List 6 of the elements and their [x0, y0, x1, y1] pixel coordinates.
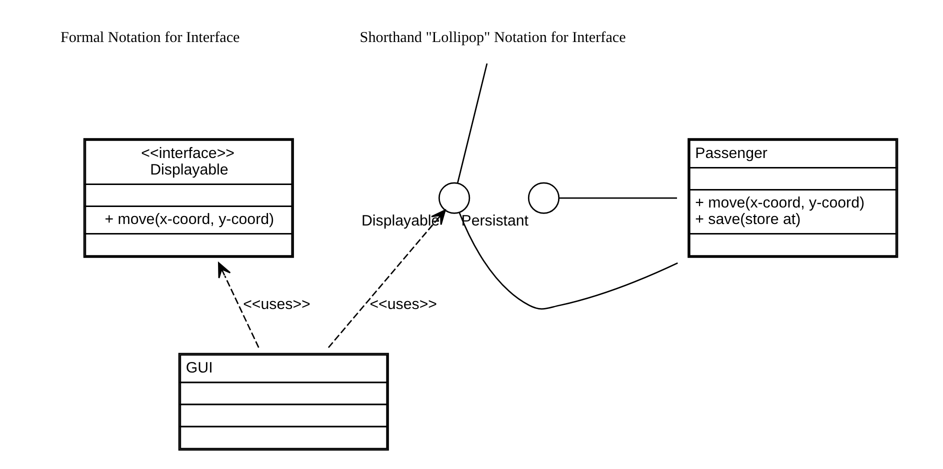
node-label: Displayable	[362, 212, 440, 230]
label: Formal Notation for Interface	[60, 30, 240, 46]
edge-label: <<uses>>	[243, 296, 310, 314]
node-text: Shorthand "Lollipop" Notation for Interface	[360, 30, 626, 46]
edge-label: <<uses>>	[370, 296, 438, 314]
node-label: Persistant	[461, 212, 529, 230]
